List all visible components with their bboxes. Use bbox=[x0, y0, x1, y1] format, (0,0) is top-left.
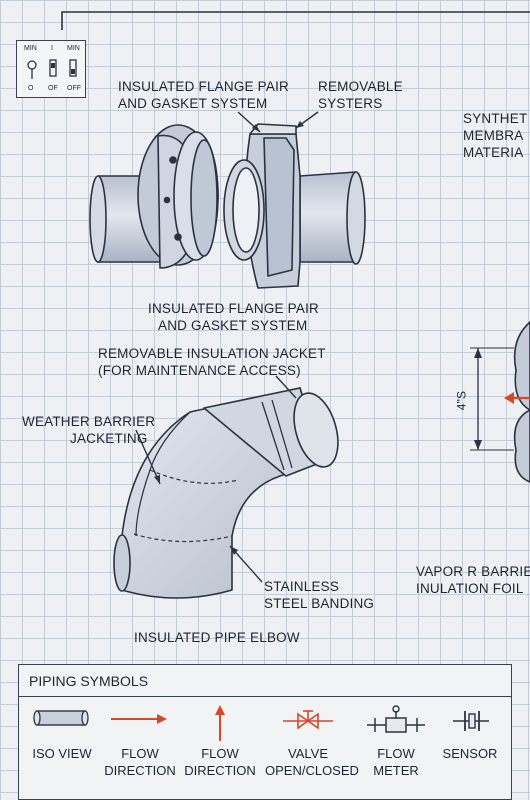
frame-line bbox=[61, 11, 530, 30]
legend-item-flow-direction-up: FLOW DIRECTION bbox=[177, 705, 263, 795]
left-flange bbox=[89, 124, 219, 269]
legend-line1: VALVE bbox=[288, 746, 328, 761]
legend-line1: FLOW bbox=[121, 746, 159, 761]
legend-line1: FLOW bbox=[377, 746, 415, 761]
dimension-label: 4"S bbox=[454, 390, 469, 411]
switch-top-label: MIN bbox=[67, 45, 80, 52]
legend-item-valve: VALVE OPEN/CLOSED bbox=[265, 705, 359, 795]
legend-line1: FLOW bbox=[201, 746, 239, 761]
legend-item-sensor: SENSOR bbox=[427, 705, 513, 795]
valve-icon bbox=[283, 710, 333, 730]
elbow-title: INSULATED PIPE ELBOW bbox=[134, 630, 300, 645]
legend-title-bar: PIPING SYMBOLS bbox=[19, 665, 511, 697]
switch-bottom-label: O bbox=[28, 85, 34, 92]
legend-line2: DIRECTION bbox=[104, 763, 176, 778]
sensor-icon bbox=[453, 711, 489, 731]
iso-pipe-icon bbox=[33, 710, 89, 726]
legend-title: PIPING SYMBOLS bbox=[29, 673, 149, 689]
arrow-up-icon bbox=[215, 705, 225, 741]
legend-line2: METER bbox=[373, 763, 419, 778]
pipe-elbow bbox=[113, 387, 339, 599]
right-flange bbox=[223, 123, 366, 289]
flow-meter-icon bbox=[367, 705, 425, 733]
legend-item-flow-direction-right: FLOW DIRECTION bbox=[97, 705, 183, 795]
legend-line1: SENSOR bbox=[442, 746, 498, 761]
piping-symbols-legend: PIPING SYMBOLS ISO VIEW FLOW DIRECTION FL… bbox=[18, 664, 512, 800]
legend-line2: OPEN/CLOSED bbox=[265, 763, 359, 778]
switch-top-label: I bbox=[51, 45, 53, 52]
legend-item-iso-view: ISO VIEW bbox=[19, 705, 105, 795]
switch-bottom-label: OFF bbox=[67, 85, 81, 92]
right-partial-fitting bbox=[470, 320, 530, 483]
legend-line2: DIRECTION bbox=[184, 763, 256, 778]
switch-bottom-label: OF bbox=[48, 85, 58, 92]
switch-panel: MIN I MIN O OF OFF bbox=[16, 40, 86, 98]
legend-line1: ISO VIEW bbox=[32, 746, 92, 761]
insulation-jacket-label: REMOVABLE INSULATION JACKET(FOR MAINTENA… bbox=[98, 346, 326, 378]
arrow-right-icon bbox=[111, 714, 167, 724]
legend-item-flow-meter: FLOW METER bbox=[353, 705, 439, 795]
toggle-switch-icons bbox=[27, 59, 77, 79]
switch-top-label: MIN bbox=[24, 45, 37, 52]
